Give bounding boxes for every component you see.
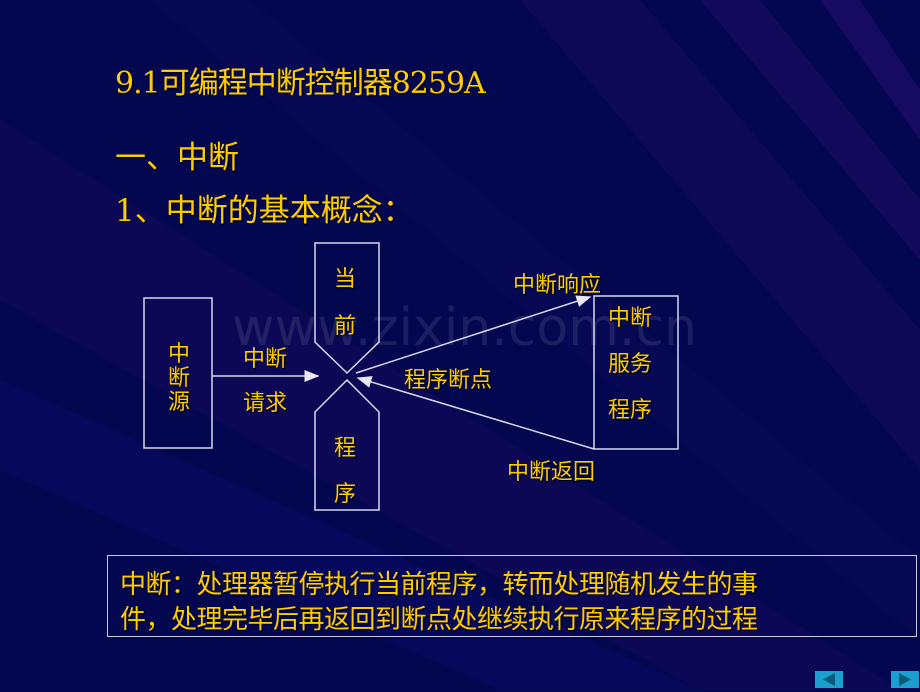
triangle-right-icon <box>899 673 911 686</box>
interrupt-source-label: 中 断 源 <box>167 342 190 415</box>
watermark: www.zixin.com.cn <box>232 298 697 358</box>
breakpoint-label: 程序断点 <box>404 368 493 393</box>
return-label: 中断返回 <box>507 460 596 485</box>
current-label-2: 前 <box>334 314 357 339</box>
program-label-2: 序 <box>334 482 357 507</box>
current-program-bottom-shape <box>314 378 380 511</box>
section-heading: 一、中断 <box>115 140 239 176</box>
isr-label-1: 中断 <box>608 306 653 331</box>
isr-label-2: 服务 <box>608 352 653 377</box>
definition-line-1: 中断：处理器暂停执行当前程序，转而处理随机发生的事 <box>120 570 758 600</box>
subsection-heading: 1、中断的基本概念： <box>115 193 414 229</box>
triangle-left-icon <box>823 673 835 686</box>
isr-box <box>593 295 679 450</box>
return-arrow <box>356 376 595 450</box>
current-program-top-shape <box>314 242 380 375</box>
current-label-1: 当 <box>334 267 357 292</box>
next-slide-button[interactable] <box>891 671 919 688</box>
interrupt-source-box <box>143 297 213 449</box>
definition-line-2: 件，处理完毕后再返回到断点处继续执行原来程序的过程 <box>120 605 758 635</box>
request-label-line2: 请求 <box>243 391 288 416</box>
response-arrow <box>355 295 592 374</box>
isr-label-3: 程序 <box>608 398 653 423</box>
request-label-line1: 中断 <box>243 347 288 372</box>
program-label-1: 程 <box>334 436 357 461</box>
slide-title: 9.1可编程中断控制器8259A <box>115 66 486 101</box>
response-label: 中断响应 <box>513 273 602 298</box>
definition-box: 中断：处理器暂停执行当前程序，转而处理随机发生的事 件，处理完毕后再返回到断点处… <box>107 555 917 637</box>
prev-slide-button[interactable] <box>815 671 843 688</box>
